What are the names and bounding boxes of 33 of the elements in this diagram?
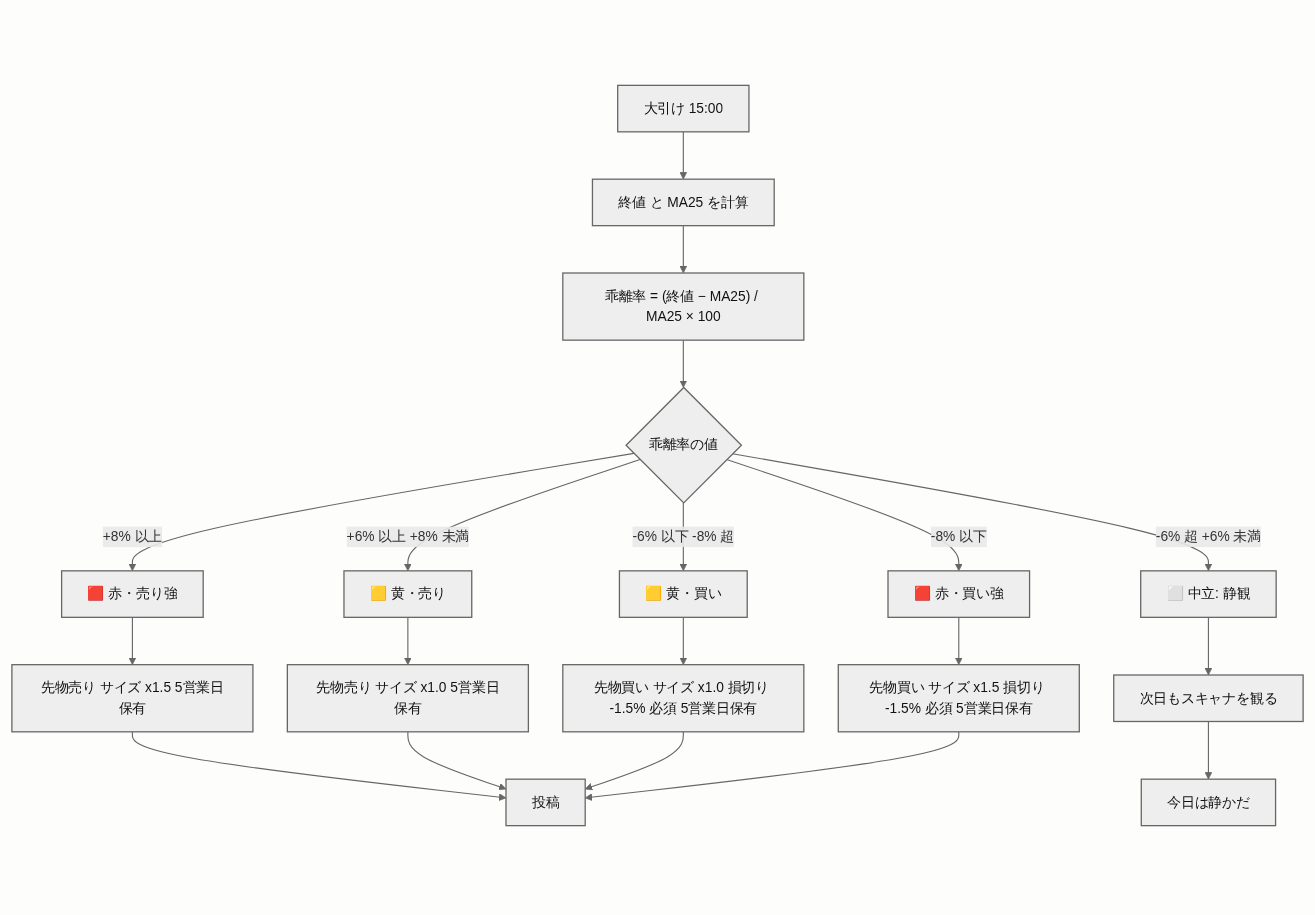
arrow (404, 616, 412, 665)
node-box: 終値 と MA25 を計算 (591, 178, 775, 227)
node-box: 今日は静かだ (1140, 778, 1277, 827)
node-box: 大引け 15:00 (617, 84, 750, 133)
arrow (726, 459, 963, 572)
arrow (407, 731, 507, 791)
arrow (679, 225, 688, 274)
node-box: 🟨 黄・売り (343, 570, 473, 618)
node-box: 🟨 黄・買い (618, 570, 748, 618)
arrow (679, 339, 688, 388)
arrow (1204, 616, 1213, 676)
edge-label: -6% 以下 -8% 超 (632, 529, 735, 544)
node-box: 先物買い サイズ x1.0 損切り -1.5% 必須 5営業日保有 (562, 664, 805, 733)
node-box: 🟥 赤・売り強 (60, 570, 204, 618)
arrow (679, 131, 688, 180)
arrow (128, 616, 137, 665)
node-box: 🟥 赤・買い強 (887, 570, 1031, 618)
node-box: 次日もスキャナを観る (1113, 674, 1304, 723)
node-box: 先物売り サイズ x1.0 5営業日保有 (286, 664, 530, 733)
edge-label: +8% 以上 (102, 529, 163, 544)
node-box: 先物買い サイズ x1.5 損切り -1.5% 必須 5営業日保有 (837, 664, 1080, 733)
node-box: 投稿 (505, 778, 586, 827)
arrow (1204, 720, 1213, 780)
edge-label: +6% 以上 +8% 未満 (346, 529, 470, 544)
node-box: 乖離率 = (終値 − MA25) / MA25 × 100 (562, 272, 805, 341)
arrow (131, 731, 507, 801)
arrow (679, 616, 688, 665)
arrow (955, 616, 963, 665)
arrow (128, 452, 635, 572)
node-diamond: 乖離率の値 (625, 386, 743, 504)
edge-label: -6% 超 +6% 未満 (1155, 529, 1262, 544)
edge-label: -8% 以下 (930, 529, 987, 544)
node-box: 先物売り サイズ x1.5 5営業日保有 (11, 664, 254, 733)
